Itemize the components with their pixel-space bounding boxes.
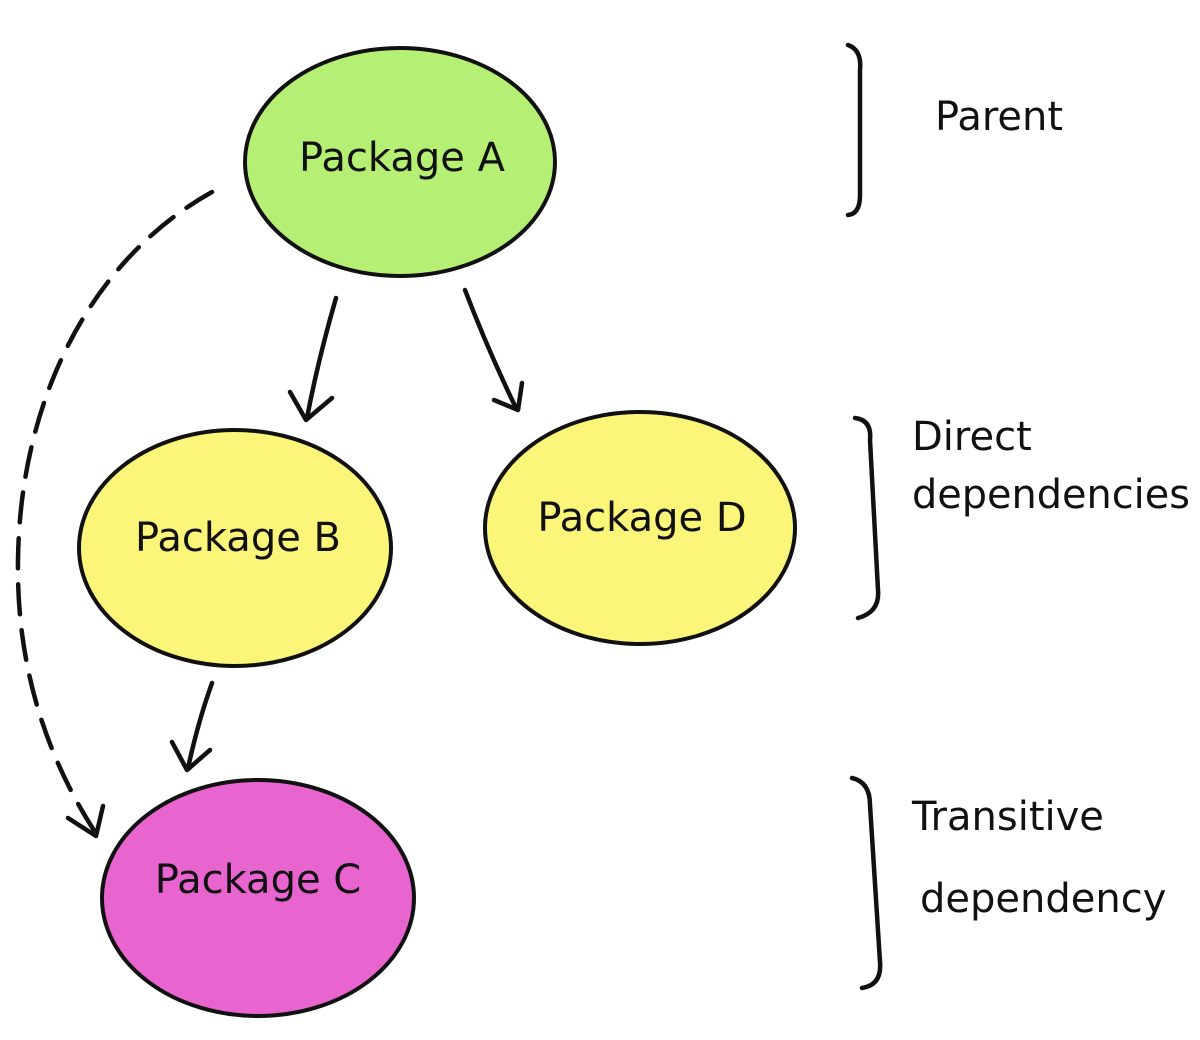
level-label-direct-line2: dependencies [912, 472, 1190, 518]
level-label-transitive-line1: Transitive [911, 794, 1104, 840]
level-label-transitive-line2: dependency [920, 876, 1166, 922]
edge-a-to-b [287, 295, 339, 423]
node-package-c-shape [100, 778, 416, 1018]
edge-a-to-d [462, 287, 525, 413]
edge-a-to-d-line [462, 287, 519, 411]
edge-a-to-b-line [304, 295, 339, 421]
edge-a-to-c-dashed-arrowhead [65, 803, 106, 839]
node-package-b: Package B [77, 428, 393, 668]
node-package-a-label: Package A [299, 135, 506, 181]
level-label-parent: Parent [935, 94, 1063, 140]
node-package-b-label: Package B [135, 515, 341, 561]
edge-b-to-c-arrowhead [169, 739, 213, 773]
bracket-parent [845, 42, 863, 218]
edge-a-to-b-arrowhead [287, 389, 335, 423]
edge-a-to-c-dashed [15, 189, 215, 839]
node-package-d-shape [483, 410, 797, 646]
node-package-a: Package A [243, 46, 557, 278]
node-package-d-label: Package D [537, 495, 746, 541]
edge-a-to-c-dashed-line [15, 189, 215, 835]
node-package-a-shape [243, 46, 557, 278]
edge-b-to-c-line [185, 680, 215, 771]
node-package-c: Package C [100, 778, 416, 1018]
node-package-d: Package D [483, 410, 797, 646]
node-package-b-shape [77, 428, 393, 668]
bracket-transitive-dependency [849, 775, 883, 991]
edge-a-to-d-arrowhead [491, 380, 525, 413]
bracket-direct-dependencies [852, 415, 881, 621]
node-package-c-label: Package C [155, 857, 361, 903]
level-label-direct-line1: Direct [912, 414, 1032, 460]
edge-b-to-c [169, 680, 215, 773]
